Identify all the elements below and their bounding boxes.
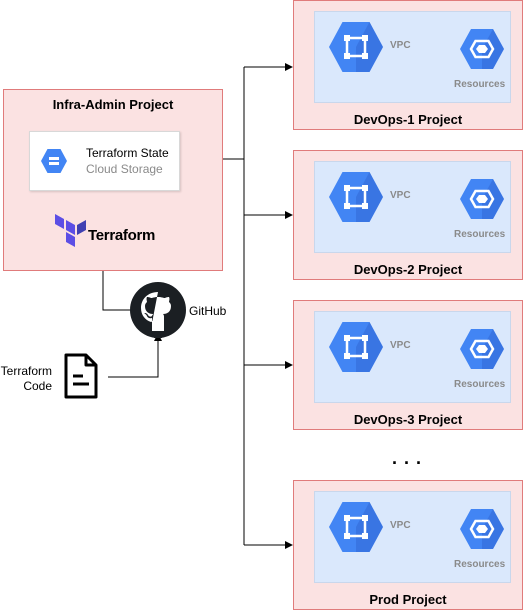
project-title: DevOps-2 Project: [353, 262, 463, 277]
vpc-icon: [329, 22, 383, 72]
document-icon[interactable]: [64, 353, 98, 399]
terraform-state-card[interactable]: Terraform State Cloud Storage: [29, 131, 180, 191]
terraform-wordmark: Terraform: [88, 227, 156, 244]
github-to-terraform-arrow: [99, 262, 131, 311]
terraform-logo-icon: [55, 214, 86, 247]
vpc-label: VPC: [390, 340, 411, 351]
resources-label: Resources: [454, 79, 506, 90]
infra-admin-title: Infra-Admin Project: [52, 97, 174, 112]
vpc-panel: VPC Resources: [314, 311, 511, 403]
compute-resources-icon: [460, 329, 504, 369]
resources-label: Resources: [454, 379, 506, 390]
compute-resources-icon: [460, 509, 504, 549]
project-title: Prod Project: [369, 592, 447, 607]
vpc-icon: [329, 502, 383, 552]
vpc-label: VPC: [390, 190, 411, 201]
resources-label: Resources: [454, 559, 506, 570]
github-label: GitHub: [189, 304, 227, 318]
storage-subtitle: Cloud Storage: [86, 162, 163, 176]
project-title: DevOps-3 Project: [353, 412, 463, 427]
terraform-code-label: Terraform Code: [0, 364, 52, 393]
github-icon[interactable]: [129, 281, 187, 339]
infra-admin-project: Infra-Admin Project Terraform State Clou…: [3, 89, 223, 271]
code-to-github-arrow: [108, 333, 162, 378]
cloud-storage-icon: [41, 149, 67, 173]
vpc-panel: VPC Resources: [314, 11, 511, 103]
vpc-icon: [329, 322, 383, 372]
more-projects-ellipsis: . . .: [392, 448, 423, 468]
project-title: DevOps-1 Project: [353, 112, 463, 127]
vpc-label: VPC: [390, 520, 411, 531]
resources-label: Resources: [454, 229, 506, 240]
compute-resources-icon: [460, 29, 504, 69]
storage-title: Terraform State: [86, 146, 169, 160]
compute-resources-icon: [460, 179, 504, 219]
vpc-icon: [329, 172, 383, 222]
vpc-panel: VPC Resources: [314, 491, 511, 583]
vpc-label: VPC: [390, 40, 411, 51]
vpc-panel: VPC Resources: [314, 161, 511, 253]
